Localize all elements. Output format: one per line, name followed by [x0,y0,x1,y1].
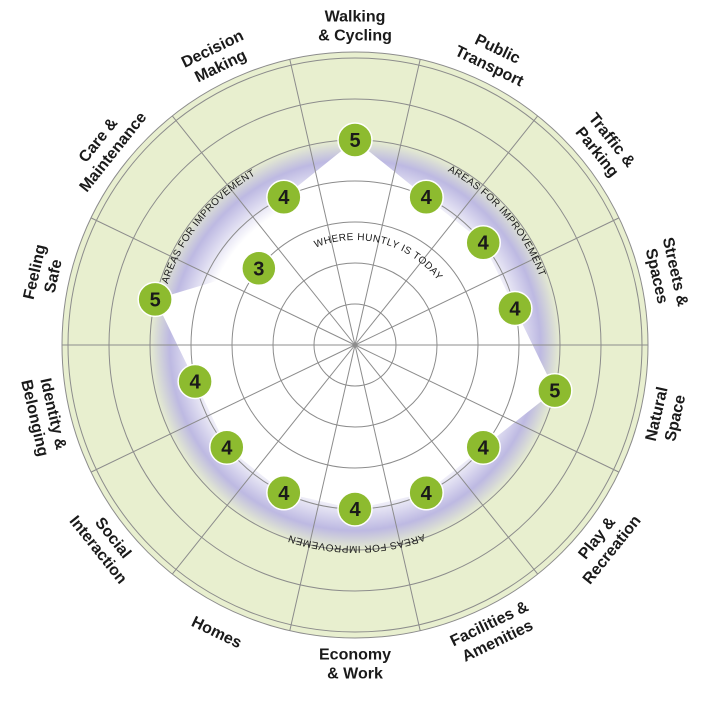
score-marker: 4 [408,179,444,215]
score-value: 4 [221,437,233,459]
score-value: 4 [421,187,433,209]
marker-dot [465,224,501,261]
score-value: 4 [478,233,490,255]
score-value: 5 [549,381,560,403]
score-value: 4 [190,371,202,393]
score-markers: 5 4 4 4 5 4 4 4 4 4 4 5 3 4 [137,122,573,527]
marker-dot [537,372,573,409]
category-label: Economy& Work [319,647,391,683]
category-label: Streets &Spaces [640,236,691,313]
marker-dot [266,179,302,215]
score-value: 3 [253,258,264,280]
score-value: 4 [278,187,290,209]
score-marker: 4 [266,179,302,215]
category-label: NaturalSpace [643,385,690,447]
category-label: FeelingSafe [21,243,69,306]
marker-dot [465,429,501,466]
marker-dot [497,290,533,327]
score-value: 4 [478,437,490,459]
score-marker: 4 [465,429,501,466]
score-marker: 5 [337,122,373,158]
marker-dot [408,475,444,511]
score-marker: 4 [497,290,533,327]
category-label: Identity &Belonging [17,374,70,458]
score-marker: 4 [465,224,501,261]
score-marker: 4 [209,429,245,466]
score-marker: 3 [241,250,277,287]
score-value: 4 [421,483,433,505]
marker-dot [337,122,373,158]
score-value: 5 [150,289,161,311]
score-marker: 4 [177,363,213,400]
score-value: 4 [509,299,521,321]
marker-dot [408,179,444,215]
score-value: 4 [349,499,361,521]
score-marker: 4 [337,491,373,527]
score-marker: 4 [408,475,444,511]
marker-dot [177,363,213,400]
marker-dot [266,475,302,511]
score-marker: 5 [537,372,573,409]
marker-dot [137,281,173,318]
category-label: Homes [189,614,245,653]
marker-dot [337,491,373,527]
score-marker: 5 [137,281,173,318]
score-value: 5 [349,130,360,152]
marker-dot [241,250,277,287]
score-area [155,140,555,509]
score-marker: 4 [266,475,302,511]
category-label: Walking& Cycling [318,9,392,45]
score-value: 4 [278,483,290,505]
marker-dot [209,429,245,466]
